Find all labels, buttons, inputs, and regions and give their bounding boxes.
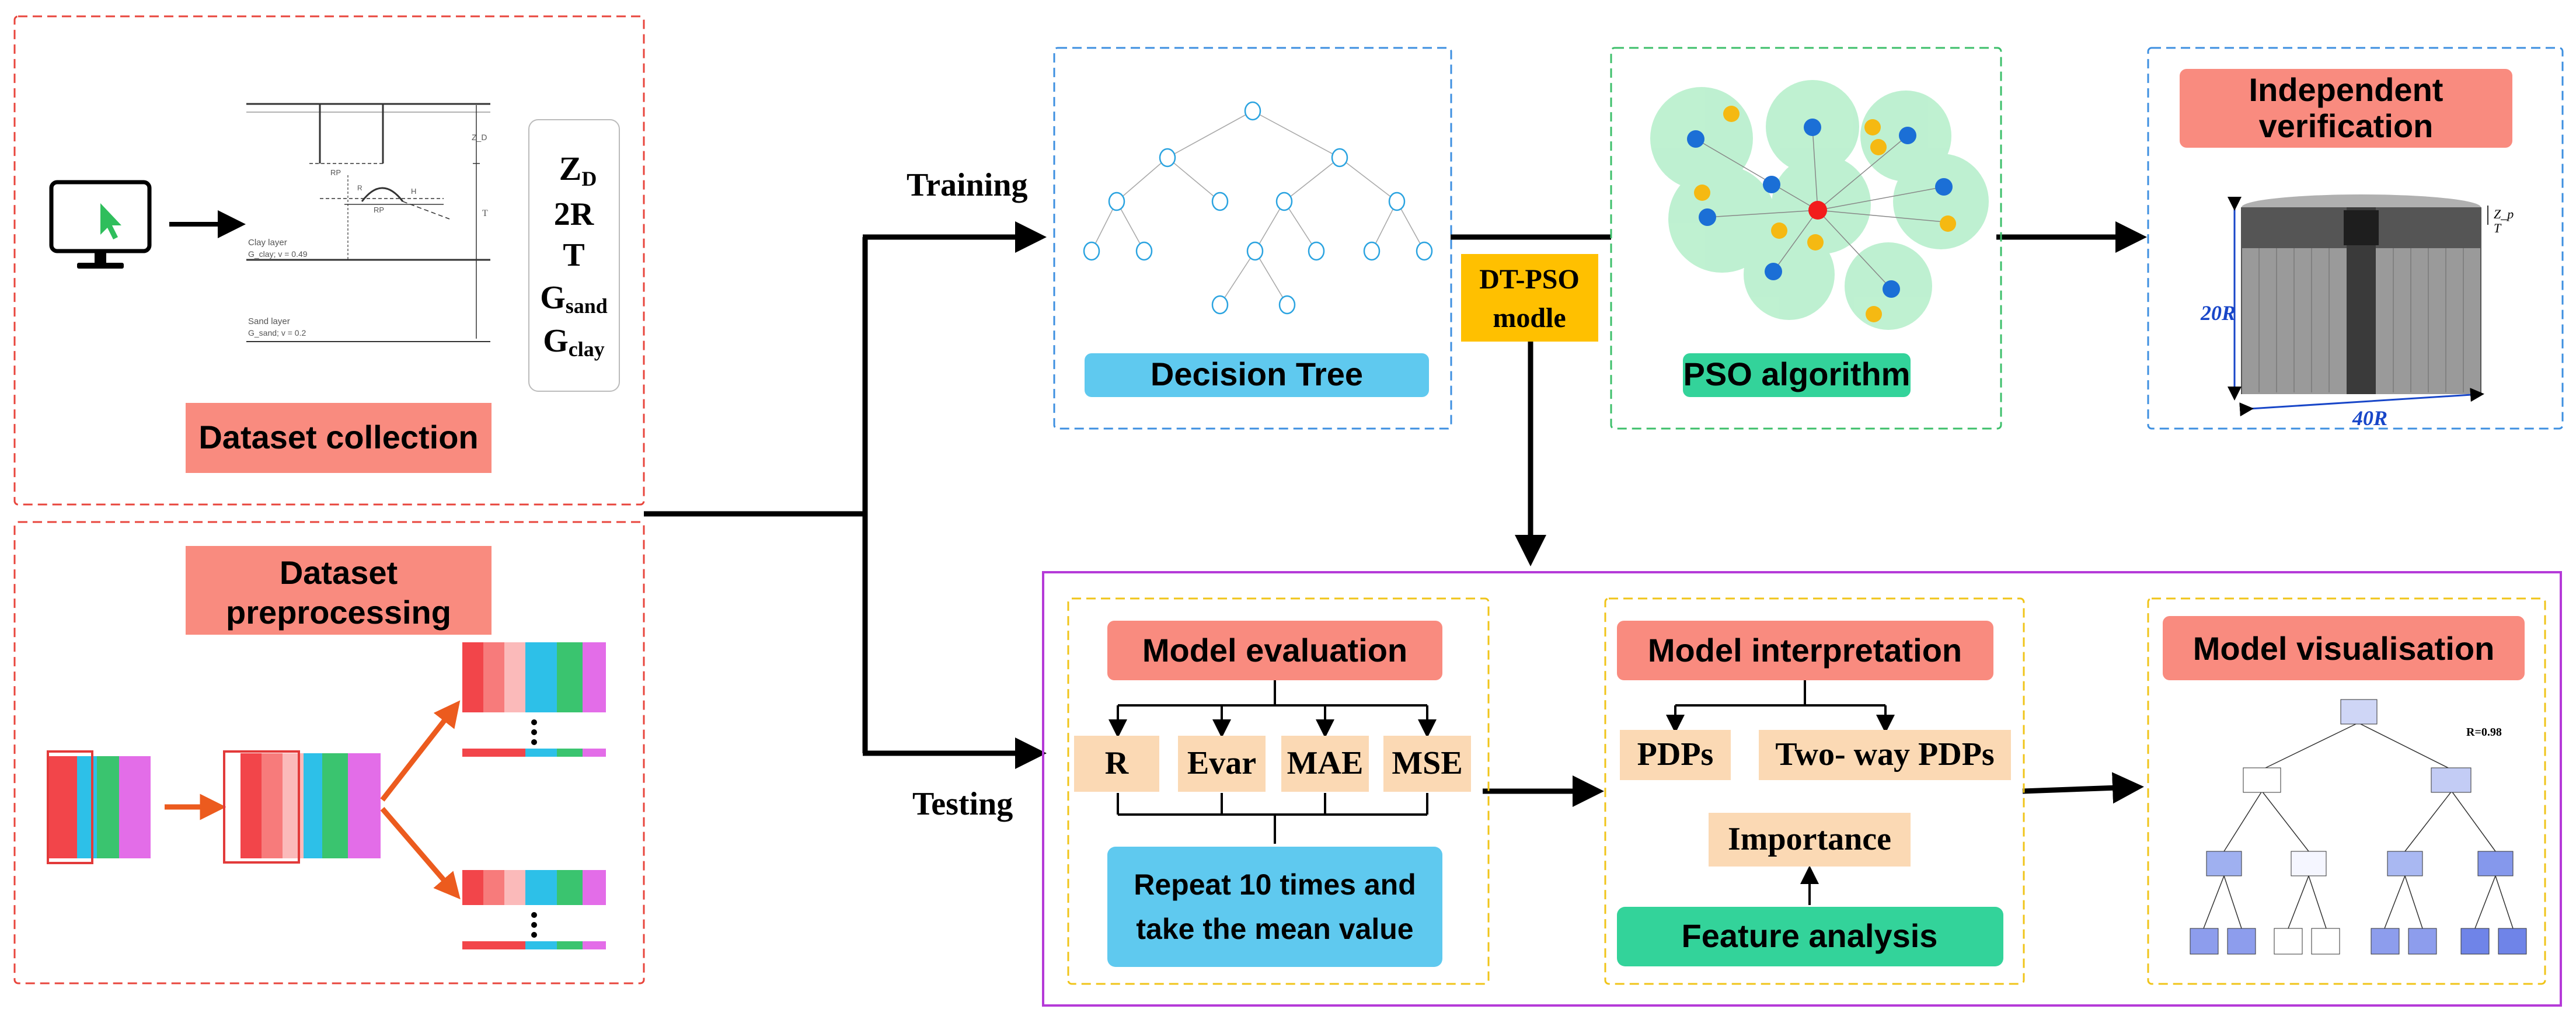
- feature-analysis-box: [1617, 907, 2003, 966]
- repeat-box: [1107, 847, 1442, 967]
- dataset-collection-label-box: [186, 403, 492, 473]
- sketch-rp-2: RP: [374, 206, 384, 214]
- sketch-r: R: [357, 184, 362, 192]
- repeat-label-1: Repeat 10 times and: [1134, 868, 1416, 901]
- dataset-preprocessing-label-1: Dataset: [280, 554, 398, 591]
- r-value-label: R=0.98: [2466, 726, 2502, 739]
- parameter-box: [528, 119, 620, 392]
- independent-label-2: verification: [2259, 107, 2434, 144]
- model-height-label: 20R: [2200, 301, 2236, 325]
- sketch-clay-layer: Clay layer: [248, 238, 287, 248]
- cursor-icon: [100, 203, 121, 239]
- importance-label: Importance: [1728, 821, 1891, 857]
- data-matrix-large: [223, 750, 381, 864]
- dt-pso-label-2: modle: [1493, 302, 1566, 333]
- orange-arrow-up: [380, 700, 461, 802]
- repeat-label-2: take the mean value: [1136, 913, 1413, 945]
- dataset-collection-panel: Clay layer G_clay; v = 0.49 Sand layer G…: [13, 15, 645, 506]
- soil-sketch: [246, 103, 490, 342]
- model-t-label: T: [2494, 221, 2502, 235]
- model-evaluation-label: Model evaluation: [1142, 632, 1407, 669]
- independent-label-box: [2180, 69, 2512, 148]
- model-evaluation-panel: Model evaluation R Evar MAE MSE Repeat 1…: [1067, 597, 1490, 985]
- dataset-collection-label: Dataset collection: [198, 419, 478, 455]
- model-interpretation-label: Model interpretation: [1648, 632, 1962, 669]
- two-way-pdps-label: Two- way PDPs: [1775, 736, 1994, 773]
- training-label: Training: [907, 167, 1027, 203]
- sketch-sand-props: G_sand; v = 0.2: [248, 328, 306, 337]
- pso-particles: [1650, 80, 1989, 330]
- param-2r: 2R: [554, 196, 594, 232]
- model-visualisation-panel: Model visualisation R=0.98: [2147, 597, 2546, 985]
- metric-mae-box: [1281, 736, 1369, 792]
- independent-label-1: Independent: [2249, 71, 2443, 108]
- model-interpretation-label-box: [1617, 621, 1993, 680]
- dt-pso-label-1: DT-PSO: [1479, 264, 1580, 295]
- visualised-tree: [2190, 699, 2527, 955]
- model-visualisation-label-box: [2163, 616, 2525, 680]
- dt-pso-label-box: [1461, 254, 1598, 342]
- model-visualisation-label: Model visualisation: [2193, 630, 2495, 667]
- sketch-clay-props: G_clay; v = 0.49: [248, 249, 308, 259]
- sketch-rp-1: RP: [330, 168, 341, 177]
- param-gsand: Gsand: [540, 280, 608, 318]
- dataset-preprocessing-panel: Dataset preprocessing: [13, 521, 645, 984]
- connectors: [644, 221, 2147, 807]
- pso-panel: PSO algorithm: [1610, 47, 2002, 430]
- metric-evar: Evar: [1187, 745, 1256, 781]
- metric-mae: MAE: [1287, 745, 1364, 781]
- dataset-preprocessing-label-2: preprocessing: [226, 594, 451, 631]
- sketch-t: T: [482, 208, 488, 218]
- sketch-zd: Z_D: [472, 133, 487, 142]
- decision-tree-label-box: [1085, 353, 1429, 397]
- pso-label-box: [1683, 353, 1911, 397]
- split-stack-top: [462, 642, 606, 757]
- model-width-label: 40R: [2352, 406, 2387, 430]
- metric-r: R: [1105, 745, 1129, 781]
- param-t: T: [563, 237, 584, 273]
- pso-label: PSO algorithm: [1683, 356, 1911, 392]
- model-evaluation-label-box: [1107, 621, 1442, 680]
- decision-tree-panel: Decision Tree: [1053, 47, 1452, 430]
- data-matrix-small: [47, 750, 151, 864]
- param-zd: ZD: [559, 149, 597, 190]
- model-interpretation-panel: Model interpretation PDPs Two- way PDPs …: [1604, 597, 2025, 985]
- mesh-model-3d: [2228, 194, 2488, 417]
- global-best-particle: [1808, 201, 1827, 220]
- orange-arrow-down: [380, 807, 461, 900]
- pdps-box: [1620, 730, 1731, 780]
- two-way-pdps-box: [1759, 730, 2011, 780]
- pdps-label: PDPs: [1637, 736, 1714, 773]
- metric-mse-box: [1383, 736, 1471, 792]
- sketch-sand-layer: Sand layer: [248, 316, 290, 326]
- importance-box: [1709, 813, 1911, 867]
- metric-mse: MSE: [1392, 745, 1462, 781]
- feature-analysis-label: Feature analysis: [1682, 917, 1938, 954]
- split-stack-bottom: [462, 870, 606, 949]
- metric-evar-box: [1178, 736, 1266, 792]
- decision-tree-label: Decision Tree: [1151, 356, 1363, 392]
- dataset-preprocessing-label-box: [186, 546, 492, 635]
- testing-label: Testing: [912, 786, 1013, 822]
- testing-frame: [1042, 571, 2562, 1007]
- monitor-icon: [49, 180, 152, 269]
- param-gclay: Gclay: [543, 323, 605, 361]
- metric-r-box: [1074, 736, 1159, 792]
- model-zp-label: Z_p: [2494, 207, 2514, 221]
- decision-tree-graphic: [1083, 101, 1433, 315]
- independent-verification-panel: Independent verification: [2147, 47, 2564, 430]
- sketch-h: H: [411, 187, 416, 196]
